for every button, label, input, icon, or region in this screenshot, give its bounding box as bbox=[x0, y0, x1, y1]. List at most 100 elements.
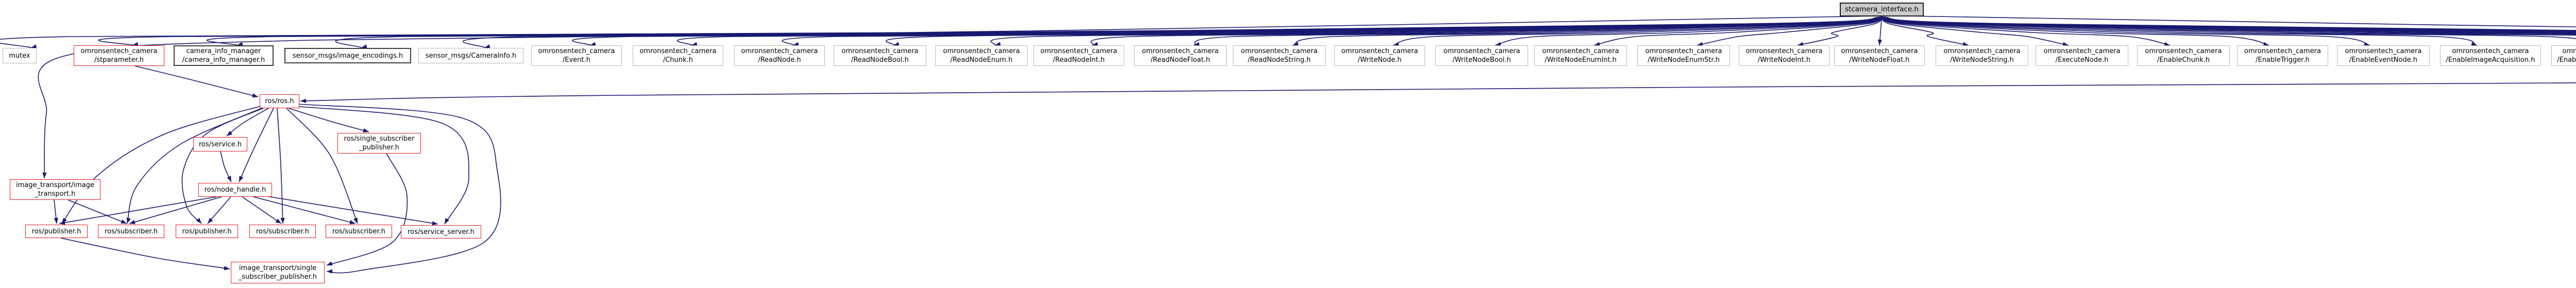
node-camera-info-manager[interactable]: camera_info_manager/camera_info_manager.… bbox=[174, 45, 274, 66]
node-label: ros/service.h bbox=[198, 140, 242, 148]
node-label: omronsentech_camera bbox=[2345, 47, 2422, 55]
arrowhead-ros-service-server bbox=[432, 221, 438, 226]
node-readnodeenum: omronsentech_camera/ReadNodeEnum.h bbox=[935, 45, 1028, 66]
node-writenodestring: omronsentech_camera/WriteNodeString.h bbox=[1936, 45, 2028, 66]
node-root: stcamera_interface.h bbox=[1840, 3, 1924, 16]
edge-root--writenodeint bbox=[1797, 16, 1883, 46]
arrowhead-ros-subscriber-3 bbox=[349, 220, 355, 225]
node-label: image_transport/image bbox=[16, 181, 94, 189]
arrowhead-enablechunk bbox=[2164, 42, 2170, 46]
node-label: omronsentech_camera bbox=[538, 47, 615, 55]
node-stparameter[interactable]: omronsentech_camera/stparameter.h bbox=[74, 45, 164, 66]
node-label: /ReadNodeFloat.h bbox=[1150, 56, 1210, 64]
node-label: omronsentech_camera bbox=[2043, 47, 2121, 55]
node-readnode: omronsentech_camera/ReadNode.h bbox=[734, 45, 825, 66]
edge-root--writenodeenumint bbox=[1594, 16, 1882, 46]
node-ros-service-server[interactable]: ros/service_server.h bbox=[401, 225, 481, 239]
node-ros-subscriber-3[interactable]: ros/subscriber.h bbox=[326, 225, 392, 238]
edge-root--readnodestring bbox=[1292, 16, 1882, 46]
arrowhead-ros-publisher-1 bbox=[59, 221, 65, 225]
edge-ros-ros--ros-service-server bbox=[294, 106, 469, 225]
arrowhead-image-encodings bbox=[361, 44, 367, 49]
node-label: /WriteNodeInt.h bbox=[1757, 56, 1811, 64]
node-label: /ExecuteNode.h bbox=[2055, 56, 2109, 64]
node-label: omronsentech_camera bbox=[1142, 47, 1219, 55]
node-image-transport[interactable]: image_transport/image_transport.h bbox=[10, 179, 100, 200]
node-label: omronsentech_camera bbox=[741, 47, 818, 55]
arrowhead-ros-subscriber-1 bbox=[126, 217, 131, 224]
arrowhead-ros-subscriber-3 bbox=[353, 217, 358, 224]
edge-ros-single-subscriber-publisher--it-single-subscriber-publisher bbox=[326, 153, 408, 266]
node-label: /EnableEventNode.h bbox=[2349, 56, 2418, 64]
node-label: ros/subscriber.h bbox=[332, 227, 386, 235]
node-readnodeint: omronsentech_camera/ReadNodeInt.h bbox=[1033, 45, 1124, 66]
node-writenodeint: omronsentech_camera/WriteNodeInt.h bbox=[1739, 45, 1829, 66]
node-ros-single-subscriber-publisher[interactable]: ros/single_subscriber_publisher.h bbox=[337, 133, 421, 154]
edge-root--image-transport bbox=[38, 15, 1876, 179]
node-label: omronsentech_camera bbox=[1040, 47, 1117, 55]
node-event: omronsentech_camera/Event.h bbox=[531, 45, 622, 66]
edge-ros-ros--ros-publisher-2 bbox=[181, 108, 264, 224]
arrowhead-writenodefloat bbox=[1877, 39, 1883, 45]
node-it-single-subscriber-publisher[interactable]: image_transport/single_subscriber_publis… bbox=[231, 262, 325, 283]
edge-root--stheader bbox=[1882, 16, 2576, 31]
node-ros-subscriber-1[interactable]: ros/subscriber.h bbox=[98, 225, 164, 238]
node-writenodeenumstr: omronsentech_camera/WriteNodeEnumStr.h bbox=[1637, 45, 1730, 66]
arrowhead-writenodebool bbox=[1495, 42, 1501, 46]
arrowhead-camera-info bbox=[484, 44, 490, 49]
edge-ros-ros--ros-single-subscriber-publisher bbox=[288, 108, 369, 132]
arrowhead-readnodebool bbox=[893, 42, 900, 46]
edge-ros-ros--ros-subscriber-1 bbox=[127, 108, 262, 224]
node-label: /WriteNode.h bbox=[1358, 56, 1402, 64]
edge-ros-ros--ros-subscriber-2 bbox=[277, 108, 283, 224]
arrowhead-ros-service bbox=[227, 130, 233, 136]
arrowhead-enabletrigger bbox=[2263, 42, 2269, 46]
node-writenode: omronsentech_camera/WriteNode.h bbox=[1334, 45, 1425, 66]
edge-ros-ros--it-single-subscriber-publisher bbox=[297, 104, 501, 274]
arrowhead-event bbox=[590, 42, 596, 46]
edge-stparameter--ros-ros bbox=[134, 65, 259, 97]
arrowhead-writenodeenumint bbox=[1594, 42, 1600, 46]
arrowhead-writenodeenumstr bbox=[1697, 42, 1703, 46]
arrowhead-ros-ros bbox=[300, 98, 307, 104]
node-ros-subscriber-2[interactable]: ros/subscriber.h bbox=[249, 225, 316, 238]
node-label: /ReadNodeBool.h bbox=[851, 56, 909, 64]
arrowhead-ros-subscriber-1 bbox=[129, 219, 135, 224]
node-label: /Event.h bbox=[563, 56, 590, 64]
node-ros-publisher-1[interactable]: ros/publisher.h bbox=[25, 225, 88, 238]
arrowhead-enableimageacquisition bbox=[2471, 42, 2477, 46]
node-label: /stparameter.h bbox=[94, 56, 144, 64]
node-label: /WriteNodeEnumStr.h bbox=[1648, 56, 1720, 64]
node-readnodebool: omronsentech_camera/ReadNodeBool.h bbox=[834, 45, 926, 66]
arrowhead-ros-node-handle bbox=[239, 176, 244, 182]
node-label: /WriteNodeFloat.h bbox=[1849, 56, 1910, 64]
node-label: /EnableTrigger.h bbox=[2256, 56, 2310, 64]
arrowhead-it-single-subscriber-publisher bbox=[224, 266, 230, 270]
arrowhead-ros-publisher-2 bbox=[208, 217, 213, 224]
edge-root--writenodestring bbox=[1881, 16, 1969, 46]
edge-root--writenodeenumstr bbox=[1697, 16, 1883, 46]
node-label: ros/publisher.h bbox=[31, 227, 81, 235]
node-ros-publisher-2[interactable]: ros/publisher.h bbox=[176, 225, 238, 238]
arrowhead-camera-info-manager bbox=[237, 42, 243, 46]
node-chunk: omronsentech_camera/Chunk.h bbox=[633, 45, 723, 66]
node-label: _subscriber_publisher.h bbox=[238, 273, 317, 281]
arrowhead-it-single-subscriber-publisher bbox=[327, 261, 333, 266]
arrowhead-readnode bbox=[793, 42, 799, 46]
node-ros-ros[interactable]: ros/ros.h bbox=[260, 94, 299, 108]
node-ros-service[interactable]: ros/service.h bbox=[193, 137, 247, 151]
arrowhead-stparameter bbox=[132, 42, 139, 46]
node-label: image_transport/single bbox=[239, 264, 316, 272]
arrowhead-ros-subscriber-2 bbox=[275, 218, 281, 224]
node-label: /ReadNode.h bbox=[758, 56, 801, 64]
node-label: /EnableImageAcquisition.h bbox=[2446, 56, 2535, 64]
node-label: omronsentech_camera bbox=[1542, 47, 1619, 55]
node-label: omronsentech_camera bbox=[80, 47, 158, 55]
edge-image-transport--ros-subscriber-1 bbox=[67, 199, 127, 224]
node-label: omronsentech_camera bbox=[1745, 47, 1823, 55]
node-label: ros/publisher.h bbox=[182, 227, 232, 235]
node-mutex: mutex bbox=[3, 48, 37, 63]
node-ros-node-handle[interactable]: ros/node_handle.h bbox=[198, 183, 272, 197]
node-image-encodings[interactable]: sensor_msgs/image_encodings.h bbox=[284, 48, 411, 63]
node-label: omronsentech_camera bbox=[1443, 47, 1520, 55]
